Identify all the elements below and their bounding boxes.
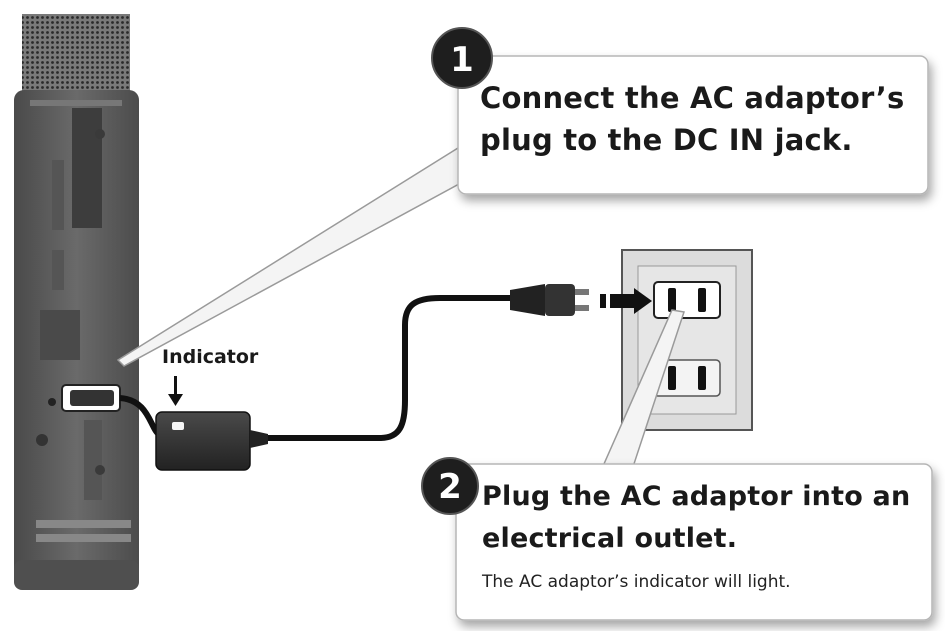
ac-plug — [510, 284, 589, 316]
callout-1-pointer — [116, 146, 471, 367]
step-2-badge: 2 — [421, 457, 479, 515]
plug-direction-arrow — [600, 288, 652, 314]
ac-adaptor — [155, 411, 268, 471]
step-1-badge: 1 — [431, 27, 493, 89]
step-2-line-2: electrical outlet. — [482, 523, 738, 554]
indicator-arrow — [168, 376, 183, 406]
step-1-line-1: Connect the AC adaptor’s — [480, 81, 905, 115]
step-1-number: 1 — [450, 40, 474, 80]
callout-1-box — [457, 55, 929, 195]
step-2-note: The AC adaptor’s indicator will light. — [482, 572, 791, 592]
step-2-instruction: Plug the AC adaptor into an electrical o… — [482, 476, 910, 560]
step-1-instruction: Connect the AC adaptor’s plug to the DC … — [480, 77, 904, 161]
recorder-device — [14, 14, 139, 590]
ac-cable — [262, 295, 512, 441]
outlet-socket-top — [653, 281, 721, 319]
memory-card-slot — [72, 108, 102, 228]
step-2-number: 2 — [438, 467, 462, 507]
step-2-line-1: Plug the AC adaptor into an — [482, 481, 911, 512]
adaptor-body — [155, 411, 251, 471]
callout-2-box — [455, 463, 933, 621]
step-1-line-2: plug to the DC IN jack. — [480, 123, 853, 157]
adaptor-indicator-light — [172, 422, 184, 430]
indicator-label: Indicator — [162, 346, 259, 368]
